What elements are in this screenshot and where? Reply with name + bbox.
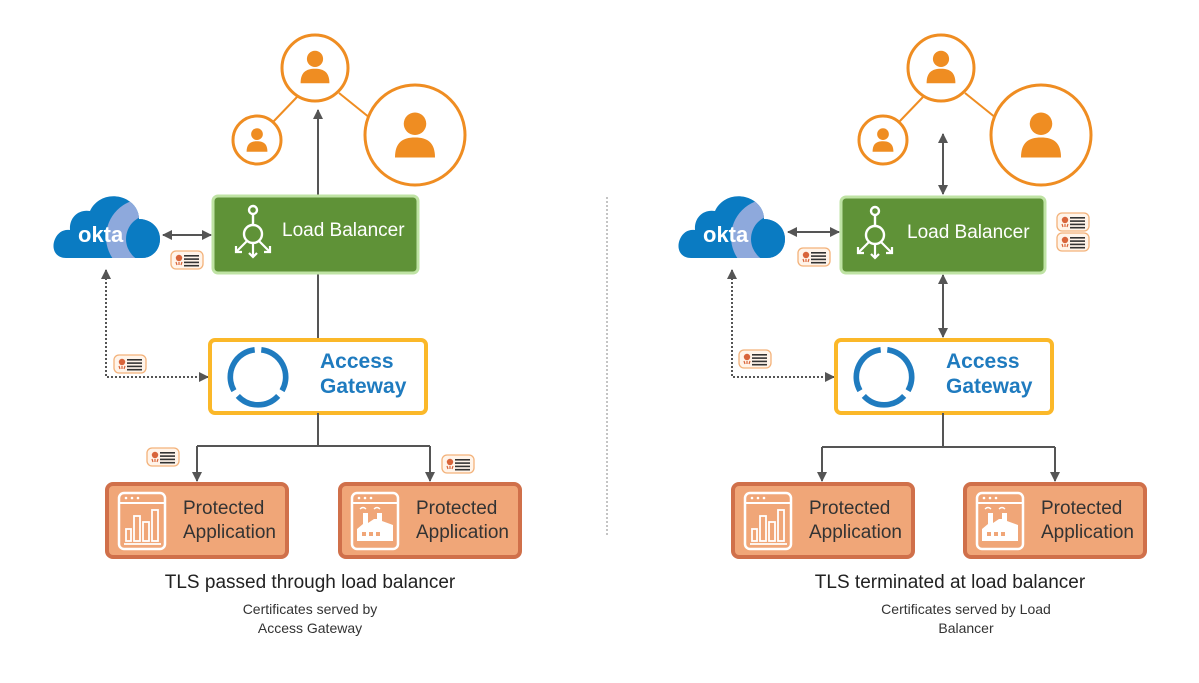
certificate-icon — [170, 250, 204, 270]
app-1-label-line2: Application — [183, 522, 276, 543]
load-balancer-label: Load Balancer — [282, 220, 405, 241]
user-link-line — [898, 96, 924, 123]
user-large — [363, 83, 467, 187]
okta-logo-text: okta — [78, 222, 124, 247]
gateway-label-line2: Gateway — [946, 375, 1033, 398]
app-1-label-line1: Protected — [809, 498, 891, 519]
user-link-line — [272, 96, 298, 123]
app-1-label-line1: Protected — [183, 498, 265, 519]
right-caption-sub-line2: Balancer — [938, 620, 994, 636]
certificate-icon — [146, 447, 180, 467]
left-caption-title: TLS passed through load balancer — [164, 572, 456, 593]
app-2-label-line1: Protected — [1041, 498, 1123, 519]
load-balancer-box — [211, 194, 420, 275]
app-2-label-line2: Application — [416, 522, 509, 543]
user-medium — [280, 33, 350, 103]
user-medium — [906, 33, 976, 103]
app-2-label-line1: Protected — [416, 498, 498, 519]
user-link-line — [338, 92, 371, 119]
user-link-line — [964, 92, 997, 119]
okta-logo-text: okta — [703, 222, 749, 247]
protected-app-box-1 — [731, 482, 915, 559]
certificate-icon — [797, 247, 831, 267]
gateway-label-line2: Gateway — [320, 375, 407, 398]
user-large — [989, 83, 1093, 187]
app-2-label-line2: Application — [1041, 522, 1134, 543]
app-1-label-line2: Application — [809, 522, 902, 543]
certificate-icon — [738, 349, 772, 369]
gateway-label-line1: Access — [320, 350, 394, 373]
left-caption-sub-line2: Access Gateway — [257, 620, 363, 636]
certificate-icon — [1056, 232, 1090, 252]
protected-app-box-1 — [105, 482, 289, 559]
protected-app-box-2 — [963, 482, 1147, 559]
user-small — [231, 114, 283, 166]
user-small — [857, 114, 909, 166]
right-caption-sub-line1: Certificates served by Load — [881, 601, 1051, 617]
certificate-icon — [441, 454, 475, 474]
certificate-icon — [113, 354, 147, 374]
load-balancer-box — [839, 195, 1047, 275]
load-balancer-label: Load Balancer — [907, 222, 1030, 243]
left-caption-sub-line1: Certificates served by — [242, 601, 378, 617]
protected-app-box-2 — [338, 482, 522, 559]
left-diagram — [53, 33, 522, 559]
right-diagram — [678, 33, 1147, 559]
gateway-label-line1: Access — [946, 350, 1020, 373]
right-caption-title: TLS terminated at load balancer — [814, 572, 1086, 593]
certificate-icon — [1056, 212, 1090, 232]
